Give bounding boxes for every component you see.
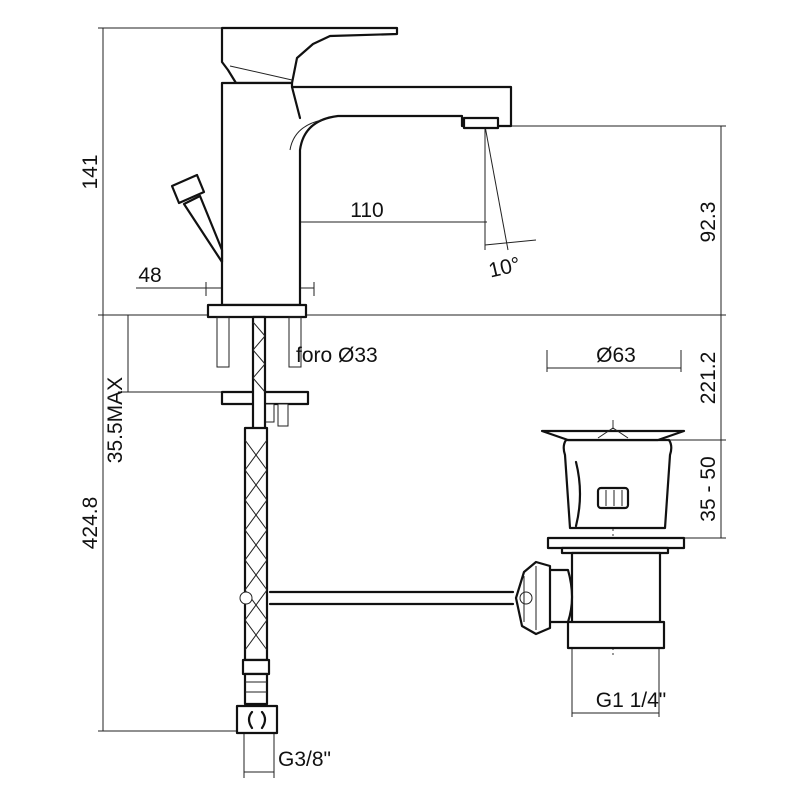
- pop-up-waste: [514, 427, 686, 650]
- deck-thickness-label: 35.5MAX: [104, 377, 127, 463]
- lever-handle: [220, 26, 399, 85]
- waste-locknut: [546, 536, 686, 550]
- linkage-nut: [514, 560, 552, 636]
- pop-up-knob: [170, 173, 206, 205]
- waste-diameter-label: Ø63: [596, 344, 636, 367]
- waste-head-height-label: 221.2: [697, 352, 720, 405]
- total-height-label: 141: [79, 154, 102, 189]
- base-plate: [206, 303, 308, 319]
- spray-angle-label: 10°: [486, 253, 522, 283]
- waste-body: [570, 551, 662, 630]
- spout: [220, 81, 513, 307]
- pop-up-rod: [182, 194, 224, 264]
- spout-reach-label: 110: [350, 199, 383, 222]
- hose-nut: [235, 704, 279, 735]
- waste-thread-label: G1 1/4": [596, 689, 667, 712]
- waste-flange: [540, 429, 686, 442]
- waste-adjust-range-label: 35 - 50: [697, 456, 720, 521]
- extension-lines: [98, 27, 726, 778]
- aerator: [462, 116, 500, 130]
- hose-thread-label: G3/8": [278, 748, 331, 771]
- dimension-lines: [102, 28, 722, 773]
- mounting-assembly: [216, 315, 515, 735]
- hose-length-label: 424.8: [79, 497, 102, 550]
- dimension-labels: 141 110 92.3 10° 48 foro Ø33 35.5MAX 424…: [79, 154, 720, 771]
- hole-diameter-label: foro Ø33: [296, 344, 378, 367]
- outlet-height-label: 92.3: [697, 202, 720, 243]
- base-width-label: 48: [138, 264, 161, 287]
- faucet-body: [170, 26, 513, 319]
